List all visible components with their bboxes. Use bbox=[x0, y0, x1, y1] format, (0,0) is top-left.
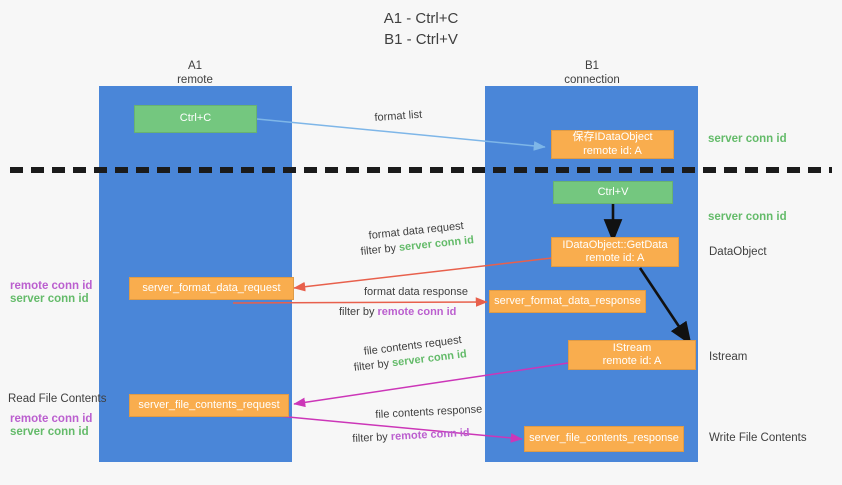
box-istream-title: IStream bbox=[612, 341, 652, 354]
box-server-file-contents-request[interactable]: server_file_contents_request bbox=[129, 394, 289, 417]
box-save-idataobject[interactable]: 保存IDataObject remote id: A bbox=[551, 130, 674, 159]
arrow-format-data-request bbox=[293, 257, 553, 292]
lane-header-a1: A1 remote bbox=[115, 59, 275, 87]
annotation-write-file-contents: Write File Contents bbox=[709, 432, 807, 444]
annotation-remote-conn-id-2: remote conn id bbox=[10, 413, 93, 425]
arrow-format-data-response bbox=[232, 297, 488, 307]
label-filter-prefix-4: filter by bbox=[352, 430, 392, 445]
lane-b1-sub: connection bbox=[564, 74, 620, 86]
annotation-istream: Istream bbox=[709, 351, 748, 363]
box-save-idataobject-remote-id: remote id: A bbox=[583, 144, 642, 157]
box-ctrl-v[interactable]: Ctrl+V bbox=[553, 181, 673, 204]
label-filter-prefix-2: filter by bbox=[339, 306, 378, 318]
box-idataobject-getdata[interactable]: IDataObject::GetData remote id: A bbox=[551, 237, 679, 267]
box-server-file-contents-response[interactable]: server_file_contents_response bbox=[524, 426, 684, 452]
annotation-dataobject: DataObject bbox=[709, 246, 767, 258]
box-server-format-data-response[interactable]: server_format_data_response bbox=[489, 290, 646, 313]
label-format-data-response-filter: filter by remote conn id bbox=[339, 305, 456, 319]
arrow-format-list bbox=[256, 118, 546, 151]
label-filter-key-remote-conn-id-1: remote conn id bbox=[377, 306, 457, 318]
annotation-server-conn-id-left-1: server conn id bbox=[10, 293, 89, 305]
box-server-format-data-request[interactable]: server_format_data_request bbox=[129, 277, 294, 300]
annotation-read-file-contents: Read File Contents bbox=[8, 393, 107, 405]
label-filter-prefix-1: filter by bbox=[360, 241, 400, 258]
box-ctrl-v-label: Ctrl+V bbox=[597, 185, 629, 198]
lane-b1-name: B1 bbox=[584, 60, 600, 72]
title-line-2: B1 - Ctrl+V bbox=[384, 31, 458, 48]
box-server-format-data-response-label: server_format_data_response bbox=[494, 294, 641, 307]
label-format-data-response: format data response bbox=[364, 286, 468, 298]
box-idataobject-getdata-title: IDataObject::GetData bbox=[562, 238, 668, 251]
annotation-remote-conn-id-1: remote conn id bbox=[10, 280, 93, 292]
phase-divider-dashed-line bbox=[10, 167, 832, 173]
annotation-server-conn-id-top: server conn id bbox=[708, 133, 787, 145]
box-save-idataobject-title: 保存IDataObject bbox=[572, 131, 653, 143]
arrow-file-contents-request bbox=[293, 362, 569, 408]
annotation-server-conn-id-left-2: server conn id bbox=[10, 426, 89, 438]
box-server-file-contents-request-label: server_file_contents_request bbox=[138, 398, 280, 411]
title-line-1: A1 - Ctrl+C bbox=[383, 10, 459, 27]
box-ctrl-c[interactable]: Ctrl+C bbox=[134, 105, 257, 133]
box-server-format-data-request-label: server_format_data_request bbox=[142, 281, 281, 294]
box-istream-remote-id: remote id: A bbox=[602, 355, 662, 367]
annotation-server-conn-id-mid: server conn id bbox=[708, 211, 787, 223]
box-server-file-contents-response-label: server_file_contents_response bbox=[529, 432, 679, 445]
box-idataobject-getdata-remote-id: remote id: A bbox=[585, 252, 645, 264]
lane-a1-name: A1 bbox=[187, 60, 203, 72]
box-ctrl-c-label: Ctrl+C bbox=[179, 112, 212, 125]
page-title: A1 - Ctrl+C B1 - Ctrl+V bbox=[0, 8, 842, 50]
box-istream[interactable]: IStream remote id: A bbox=[568, 340, 696, 370]
lane-header-b1: B1 connection bbox=[512, 59, 672, 87]
lane-a1-sub: remote bbox=[177, 74, 213, 86]
arrow-getdata-to-istream bbox=[638, 267, 692, 346]
